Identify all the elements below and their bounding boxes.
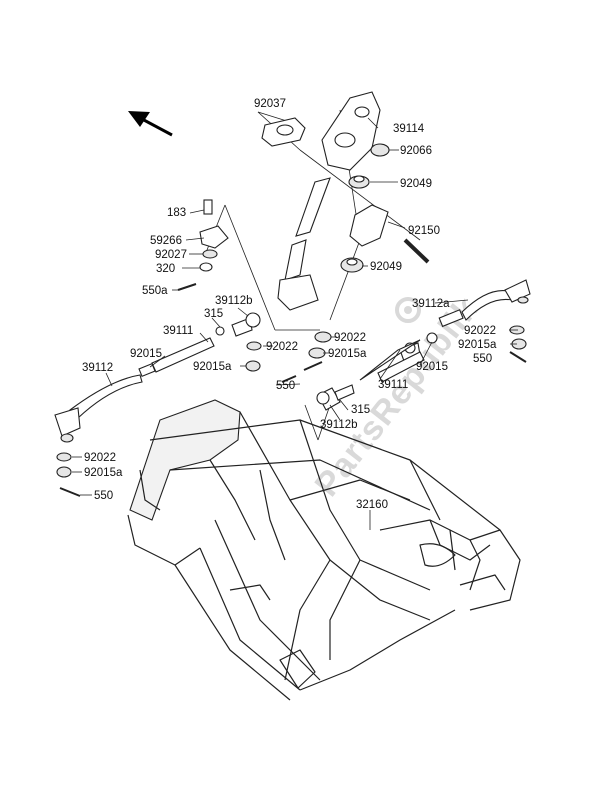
tie-rod-end-39112b-lower-part [316, 384, 355, 411]
label-39111-right: 39111 [378, 379, 408, 391]
steering-clamp-part [261, 117, 306, 147]
direction-arrow-icon [128, 111, 173, 137]
label-59266: 59266 [150, 235, 182, 247]
label-320: 320 [156, 263, 175, 275]
label-183: 183 [167, 207, 186, 219]
nut-92015a-mid-part [245, 360, 261, 372]
label-92049-lower: 92049 [370, 261, 402, 273]
left-tie-rod-assembly [54, 312, 261, 443]
pivot-hardware-stack [199, 199, 229, 272]
label-550-bl: 550 [94, 490, 113, 502]
label-92049-upper: 92049 [400, 178, 432, 190]
label-92015a-bl: 92015a [84, 467, 123, 479]
cap-92066-part [370, 143, 390, 157]
label-92022-mid: 92022 [266, 341, 298, 353]
label-92015-left: 92015 [130, 348, 162, 360]
label-550a: 550a [142, 285, 168, 297]
label-39112a: 39112a [412, 298, 450, 310]
washer-92022-mid-part [246, 341, 262, 351]
label-92027: 92027 [155, 249, 187, 261]
cotter-pin-550-center-part [303, 361, 323, 371]
label-39111-left: 39111 [163, 325, 193, 337]
gear-watermark-icon [395, 297, 421, 323]
bushing-92049-upper-part [348, 175, 370, 189]
label-39114: 39114 [393, 123, 425, 135]
label-39112: 39112 [82, 362, 113, 374]
label-92015-right: 92015 [416, 361, 448, 373]
right-tie-rod-assembly [359, 279, 531, 383]
nut-92015a-center-part [308, 347, 326, 359]
cotter-pin-550-right-part [509, 351, 527, 363]
label-39112b-bottom: 39112b [320, 419, 358, 431]
label-92015a-mid: 92015a [193, 361, 232, 373]
label-92150: 92150 [408, 225, 440, 237]
label-315-right: 315 [351, 404, 370, 416]
label-92037: 92037 [254, 98, 286, 110]
label-550-right: 550 [473, 353, 492, 365]
label-92015a-center: 92015a [328, 348, 367, 360]
frame-32160-part [127, 399, 521, 701]
bushing-92049-lower-part [340, 257, 364, 273]
bolt-92150-part [403, 238, 430, 264]
cotter-pin-550-mid-part [281, 375, 297, 383]
label-32160: 32160 [356, 499, 388, 511]
label-39112b-top: 39112b [215, 295, 253, 307]
steering-shaft-part [277, 177, 331, 311]
label-315-left: 315 [204, 308, 223, 320]
label-92066: 92066 [400, 145, 432, 157]
label-92022-right: 92022 [464, 325, 496, 337]
washer-92022-bl-part [56, 452, 72, 462]
label-550-center: 550 [276, 380, 295, 392]
label-92022-center: 92022 [334, 332, 366, 344]
nut-92015a-bl-part [56, 466, 72, 478]
upper-bracket-part [321, 91, 381, 171]
label-92022-bl: 92022 [84, 452, 116, 464]
label-92015a-right: 92015a [458, 339, 497, 351]
lower-bracket-part [349, 204, 389, 247]
cotter-pin-550-bl-part [59, 487, 81, 497]
label-leader-lines [72, 117, 518, 530]
washer-92022-center-part [314, 331, 332, 343]
cotter-pin-550a-part [177, 283, 197, 291]
